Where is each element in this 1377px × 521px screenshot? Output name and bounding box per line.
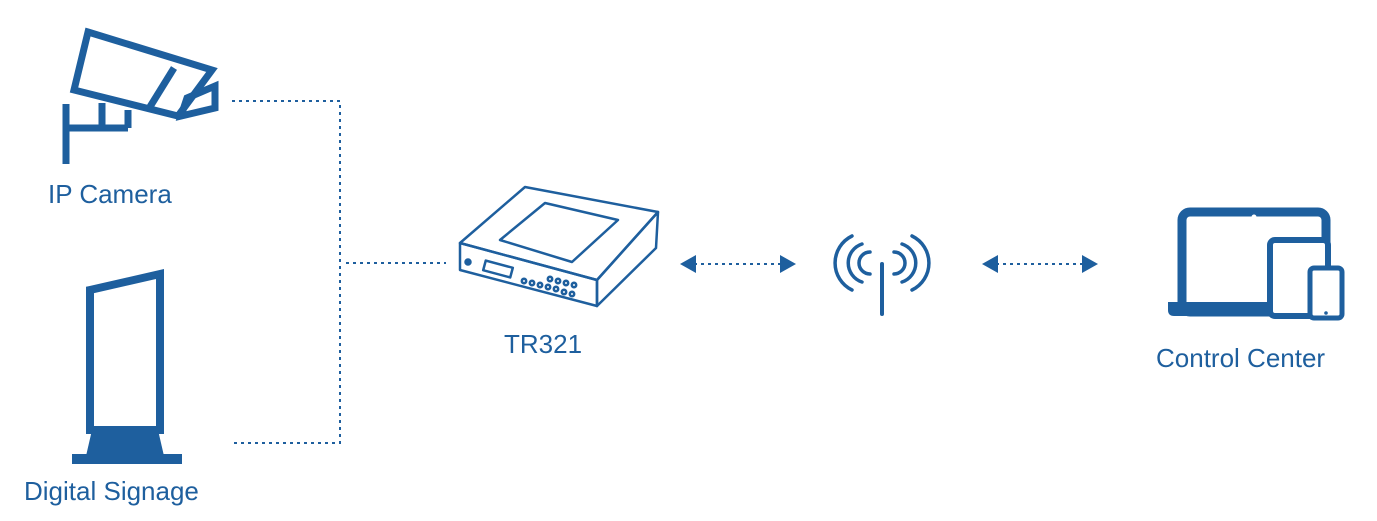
router-device-icon: [458, 185, 660, 308]
double-arrow-left: [680, 255, 796, 273]
wireless-antenna-icon: [833, 234, 931, 316]
ip-camera-icon: [62, 27, 219, 164]
dotted-connector-left: [232, 100, 446, 444]
digital-signage-icon: [72, 268, 182, 464]
digital-signage-label: Digital Signage: [24, 476, 199, 506]
double-arrow-right: [982, 255, 1098, 273]
router-label: TR321: [504, 329, 583, 359]
ip-camera-label: IP Camera: [48, 179, 172, 209]
control-center-label: Control Center: [1156, 343, 1326, 373]
smartphone-icon: [1307, 265, 1345, 321]
